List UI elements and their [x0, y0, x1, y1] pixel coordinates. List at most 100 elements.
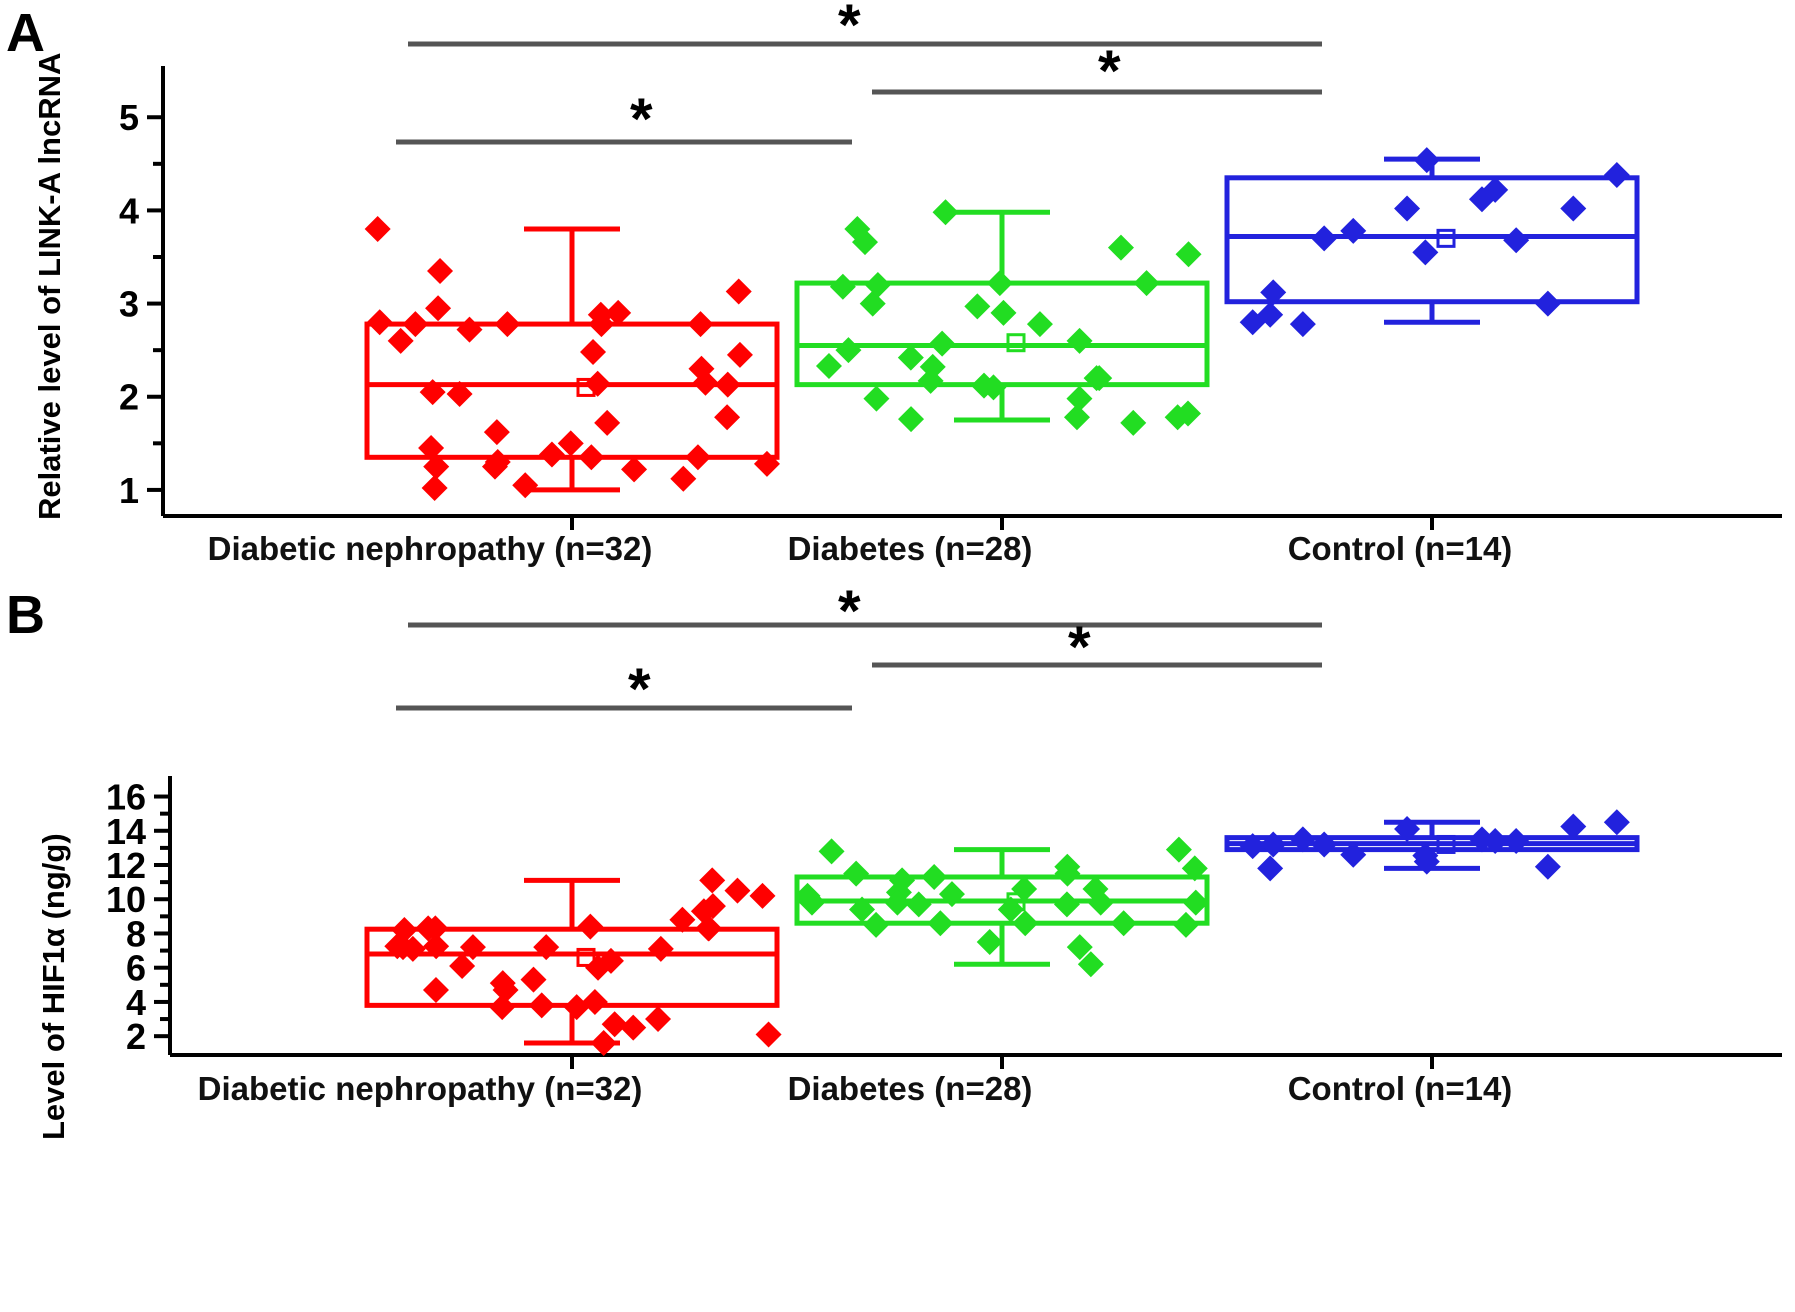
data-point: [859, 290, 886, 317]
panel-a-significance-star-2: *: [630, 87, 653, 152]
data-point: [481, 453, 508, 480]
box-group-2: [1224, 809, 1640, 882]
box-group-2: [1224, 147, 1640, 338]
data-point: [594, 409, 621, 436]
data-point: [1066, 385, 1093, 412]
data-point: [1560, 813, 1587, 840]
data-point: [724, 877, 751, 904]
data-point: [1534, 853, 1561, 880]
data-point: [621, 456, 648, 483]
data-point: [425, 295, 452, 322]
data-point: [884, 889, 911, 916]
data-point: [699, 893, 726, 920]
data-point: [489, 970, 516, 997]
box-rect: [364, 321, 780, 460]
data-point: [422, 976, 449, 1003]
data-point: [1340, 841, 1367, 868]
data-point: [577, 913, 604, 940]
data-point: [418, 434, 445, 461]
panel-a-xlabel-0: Diabetic nephropathy (n=32): [207, 530, 653, 567]
data-point: [889, 867, 916, 894]
data-point: [898, 406, 925, 433]
data-point: [1394, 195, 1421, 222]
data-point: [986, 270, 1013, 297]
data-point: [1560, 195, 1587, 222]
data-point: [670, 465, 697, 492]
panel-b-significance-star-2: *: [628, 657, 651, 722]
data-point: [391, 917, 418, 944]
box-rect: [794, 280, 1210, 388]
data-point: [815, 353, 842, 379]
data-point: [620, 1014, 647, 1041]
data-point: [714, 404, 741, 431]
y-tick-label: 4: [119, 190, 139, 231]
data-point: [695, 915, 722, 942]
data-point: [1503, 828, 1530, 855]
data-point: [938, 881, 965, 908]
data-point: [1412, 239, 1439, 266]
data-point: [818, 838, 845, 865]
data-point: [533, 934, 560, 961]
data-point: [387, 327, 414, 354]
data-point: [1257, 855, 1284, 882]
y-tick-label: 2: [126, 1016, 146, 1057]
data-point: [587, 301, 614, 328]
data-point: [1412, 842, 1439, 869]
mean-marker: [576, 947, 596, 967]
data-point: [597, 947, 624, 974]
data-point: [929, 330, 956, 357]
data-point: [538, 441, 565, 468]
data-point: [449, 952, 476, 979]
data-point: [528, 992, 555, 1019]
data-point: [1066, 327, 1093, 354]
data-point: [590, 1030, 617, 1057]
data-point: [1503, 227, 1530, 254]
data-point: [1175, 241, 1202, 268]
panel-b-significance-star-0: *: [838, 579, 861, 644]
data-point: [1311, 225, 1338, 252]
data-point: [399, 935, 426, 962]
data-point: [829, 273, 856, 300]
data-point: [1012, 910, 1039, 937]
data-point: [1082, 875, 1109, 902]
data-point: [423, 933, 450, 960]
data-point: [990, 299, 1017, 326]
data-point: [421, 475, 448, 502]
box-group-0: [364, 216, 780, 502]
data-point: [1534, 290, 1561, 317]
box-rect: [1224, 175, 1640, 305]
data-point: [1603, 809, 1630, 836]
data-point: [581, 988, 608, 1015]
data-point: [1340, 217, 1367, 244]
data-point: [520, 966, 547, 993]
y-tick-label: 10: [106, 879, 146, 920]
data-point: [456, 316, 483, 343]
data-point: [863, 911, 890, 938]
data-point: [1011, 875, 1038, 902]
data-point: [863, 385, 890, 412]
data-point: [483, 419, 510, 446]
data-point: [1054, 860, 1081, 887]
data-point: [905, 891, 932, 918]
panel-a-xlabel-1: Diabetes (n=28): [787, 530, 1033, 567]
data-point: [976, 929, 1003, 956]
data-point: [1482, 176, 1509, 203]
panel-b-letter: B: [6, 585, 45, 645]
y-tick-label: 1: [119, 470, 139, 511]
data-point: [917, 367, 944, 394]
panel-b-xlabel-2: Control (n=14): [1287, 1070, 1513, 1107]
panel-a-significance-star-1: *: [1098, 39, 1121, 104]
data-point: [645, 1006, 672, 1033]
data-point: [1066, 934, 1093, 961]
data-point: [366, 309, 393, 336]
data-point: [605, 299, 632, 326]
data-point: [1260, 279, 1287, 306]
data-point: [584, 370, 611, 397]
data-point: [1172, 911, 1199, 938]
data-point: [997, 896, 1024, 923]
data-point: [844, 216, 871, 243]
data-point: [1260, 831, 1287, 858]
data-point: [897, 344, 924, 371]
